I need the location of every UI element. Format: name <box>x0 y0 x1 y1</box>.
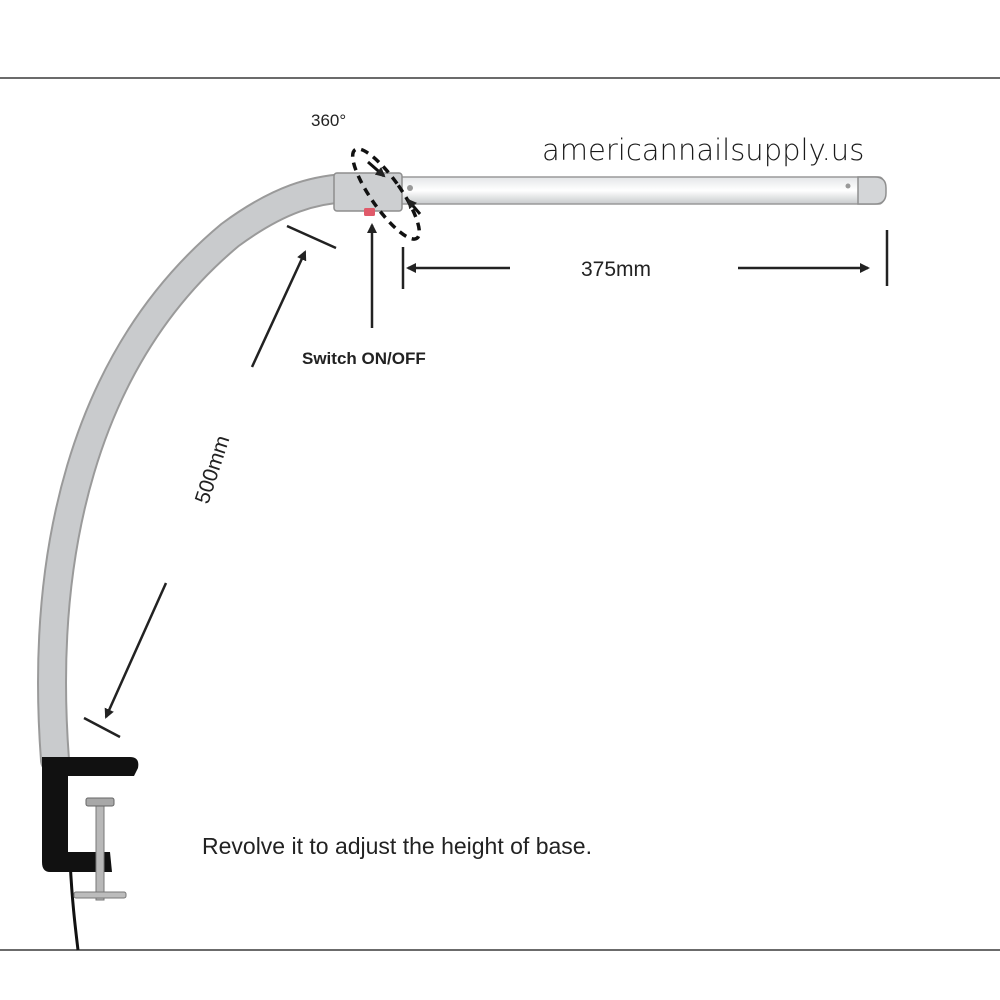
arm-length-label: 375mm <box>581 258 651 281</box>
rotation-label: 360° <box>311 111 346 130</box>
instruction-label: Revolve it to adjust the height of base. <box>202 833 592 859</box>
lamp-arm <box>397 176 884 205</box>
brand-text: americannailsupply.us <box>542 133 864 167</box>
arm-screw <box>845 183 851 189</box>
rotation-arrow-top-icon <box>367 160 386 178</box>
lamp-arm-end <box>857 176 887 205</box>
gooseneck <box>39 175 358 773</box>
neck-length-label: 500mm <box>191 433 235 507</box>
joint-screw <box>407 185 413 191</box>
switch-button[interactable] <box>364 208 375 216</box>
power-cord <box>68 859 80 951</box>
neck-tick-top <box>286 224 337 250</box>
neck-arrow-bottom <box>104 582 168 719</box>
switch-label: Switch ON/OFF <box>302 349 426 368</box>
table-clamp-icon <box>42 757 139 901</box>
rotation-arrow-bottom-icon <box>406 198 422 215</box>
neck-arrow-top <box>250 250 307 368</box>
neck-tick-bottom <box>83 716 121 739</box>
rotation-icon <box>350 147 422 241</box>
